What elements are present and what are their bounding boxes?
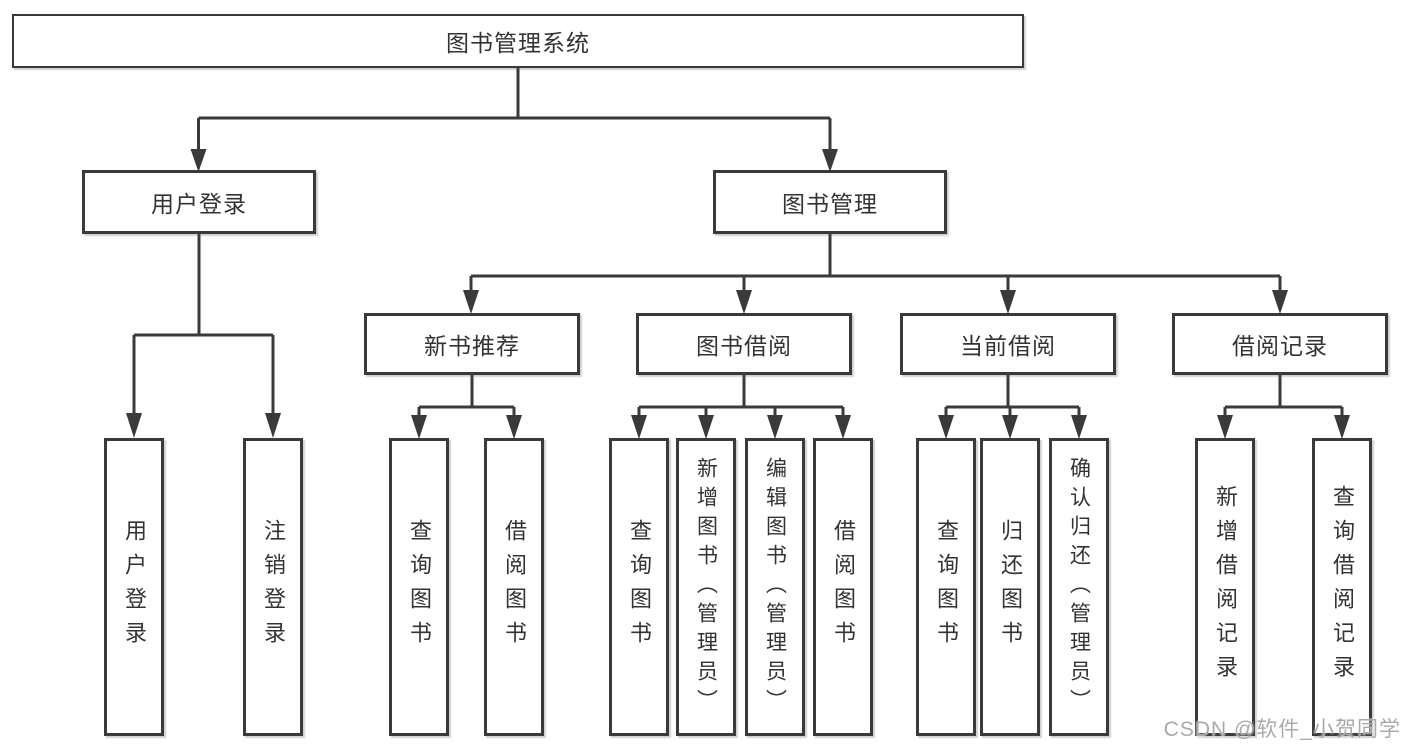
connector-borrow-records xyxy=(1217,375,1350,439)
node-current-borrow-label: 当前借阅 xyxy=(960,333,1056,359)
leaf-logout: 注销登录 xyxy=(243,438,303,736)
leaf-borrow-borrow: 借阅图书 xyxy=(813,438,873,736)
leaf-borrow-query: 查询图书 xyxy=(609,438,669,736)
leaf-user-login-label: 用户登录 xyxy=(122,519,147,655)
connector-book-management xyxy=(463,234,1288,314)
leaf-records-add-label: 新增借阅记录 xyxy=(1213,485,1238,689)
leaf-newbooks-borrow-label: 借阅图书 xyxy=(502,519,527,655)
node-borrow-records: 借阅记录 xyxy=(1172,313,1388,375)
leaf-newbooks-query: 查询图书 xyxy=(389,438,449,736)
connector-new-books xyxy=(411,375,522,439)
node-new-books: 新书推荐 xyxy=(364,313,580,375)
node-book-management-label: 图书管理 xyxy=(782,191,878,217)
node-root: 图书管理系统 xyxy=(12,14,1024,68)
connector-book-borrow xyxy=(631,375,851,439)
leaf-borrow-add-admin-label: 新增图书（管理员） xyxy=(694,456,718,718)
node-root-label: 图书管理系统 xyxy=(446,30,590,56)
node-user-login-label: 用户登录 xyxy=(151,191,247,217)
leaf-records-add: 新增借阅记录 xyxy=(1195,438,1255,736)
csdn-watermark: CSDN @软件_小贺同学 xyxy=(1163,718,1401,741)
leaf-current-confirm-admin-label: 确认归还（管理员） xyxy=(1067,456,1091,718)
connector-user-login xyxy=(126,234,281,438)
node-book-borrow-label: 图书借阅 xyxy=(696,333,792,359)
leaf-current-return: 归还图书 xyxy=(980,438,1040,736)
node-book-management: 图书管理 xyxy=(713,170,947,234)
node-borrow-records-label: 借阅记录 xyxy=(1232,333,1328,359)
leaf-logout-label: 注销登录 xyxy=(261,519,286,655)
leaf-current-query-label: 查询图书 xyxy=(934,519,959,655)
node-book-borrow: 图书借阅 xyxy=(636,313,852,375)
leaf-current-confirm-admin: 确认归还（管理员） xyxy=(1049,438,1109,736)
leaf-borrow-borrow-label: 借阅图书 xyxy=(831,519,856,655)
leaf-borrow-edit-admin-label: 编辑图书（管理员） xyxy=(763,456,787,718)
leaf-newbooks-borrow: 借阅图书 xyxy=(484,438,544,736)
leaf-current-return-label: 归还图书 xyxy=(998,519,1023,655)
connector-root xyxy=(190,68,838,172)
leaf-newbooks-query-label: 查询图书 xyxy=(407,519,432,655)
leaf-current-query: 查询图书 xyxy=(916,438,976,736)
connector-current-borrow xyxy=(938,375,1087,439)
leaf-records-query-label: 查询借阅记录 xyxy=(1330,485,1355,689)
node-user-login: 用户登录 xyxy=(82,170,316,234)
leaf-records-query: 查询借阅记录 xyxy=(1312,438,1372,736)
leaf-user-login: 用户登录 xyxy=(104,438,164,736)
leaf-borrow-add-admin: 新增图书（管理员） xyxy=(676,438,736,736)
leaf-borrow-edit-admin: 编辑图书（管理员） xyxy=(745,438,805,736)
leaf-borrow-query-label: 查询图书 xyxy=(627,519,652,655)
node-new-books-label: 新书推荐 xyxy=(424,333,520,359)
node-current-borrow: 当前借阅 xyxy=(900,313,1116,375)
